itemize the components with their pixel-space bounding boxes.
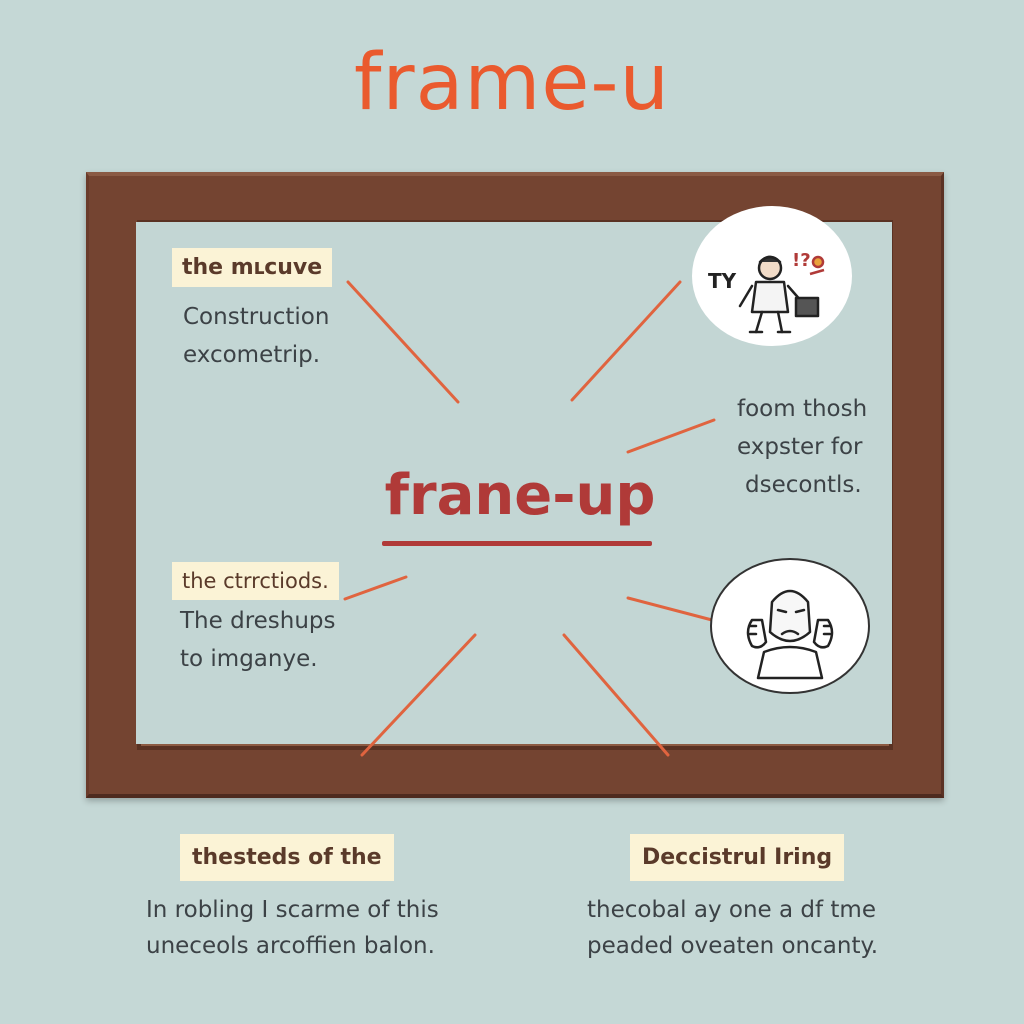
illustration-caption: TY (708, 269, 737, 293)
center-title-underline (382, 541, 652, 546)
businessman-briefcase-icon: TY !? (708, 250, 825, 334)
text-line: expster for (737, 434, 863, 460)
text-line: dsecontls. (745, 472, 862, 498)
connector-line-lower-left (343, 575, 408, 601)
text-line: The dreshups (180, 608, 336, 634)
label-top-left: the mւcuve (172, 248, 333, 288)
text-line: foom thosh (737, 396, 868, 422)
text-line: to imganye. (180, 646, 318, 672)
center-title: frane-up (384, 463, 656, 528)
text-top-left: Construction excometrip. (183, 298, 329, 374)
page-title: frame-u (354, 38, 670, 128)
frustrated-man-icon (746, 589, 834, 680)
label-bottom-left: thesteds of the (180, 834, 394, 882)
text-line: uneceols arcoffien balon. (146, 933, 435, 959)
text-lower-left: The dreshups to imganye. (180, 602, 336, 678)
text-bottom-left: In robling I scarme of this uneceols arc… (146, 892, 439, 964)
connector-line-top-right (570, 280, 682, 402)
label-bottom-right: Deccistrul Iring (630, 834, 845, 882)
text-line: excometrip. (183, 342, 321, 368)
connector-line-bottom-left (360, 633, 477, 757)
text-line: peaded oveaten oncanty. (587, 933, 879, 959)
illustration-marks: !? (792, 250, 811, 271)
connector-line-lower-right (626, 596, 714, 622)
illustration-top-right: TY !? (692, 206, 852, 346)
text-mid-right: foom thosh expster for dsecontls. (737, 390, 867, 504)
text-line: Construction (183, 304, 330, 330)
text-bottom-right: thecobal ay one a df tme peaded oveaten … (587, 892, 878, 964)
text-line: thecobal ay one a df tme (587, 897, 876, 923)
connector-line-top-left (346, 280, 460, 404)
label-lower-left: the ctrrctiods. (172, 562, 339, 601)
connector-line-mid-right (626, 418, 716, 454)
illustration-mid-right (710, 558, 870, 694)
connector-line-bottom-right (562, 633, 670, 757)
text-line: In robling I scarme of this (146, 897, 439, 923)
